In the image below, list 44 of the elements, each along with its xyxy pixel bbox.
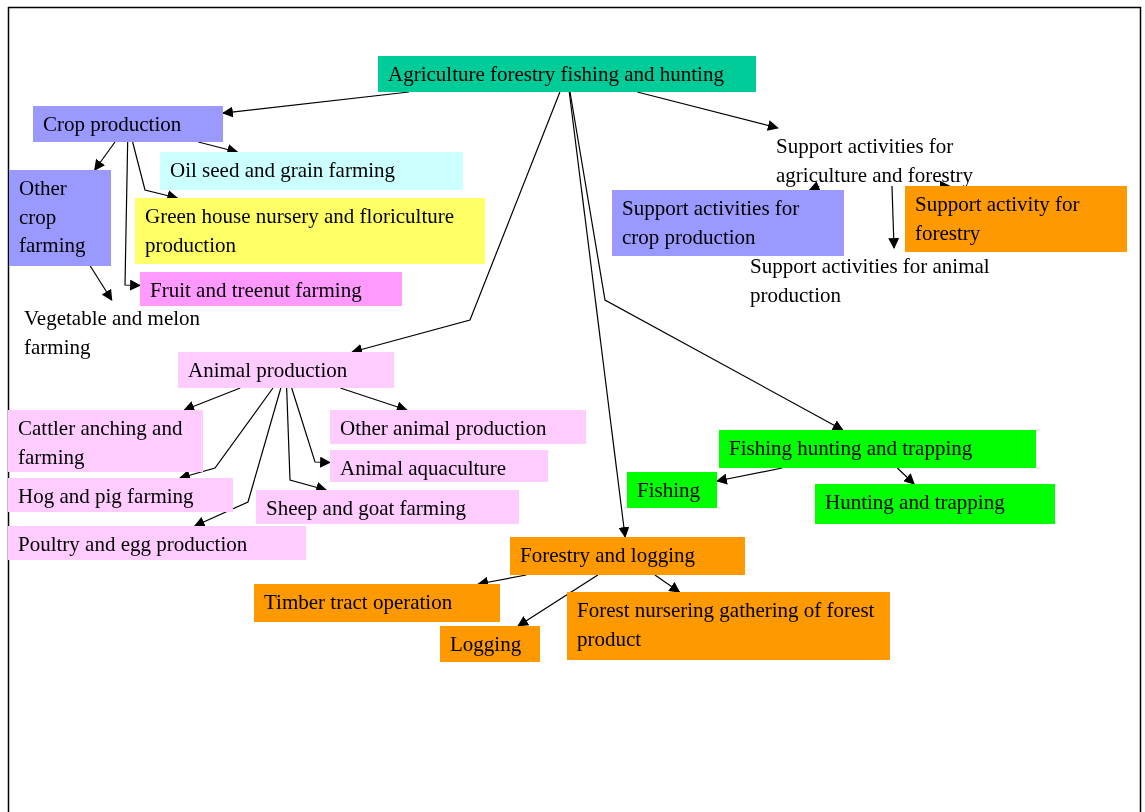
arrow [178,387,274,481]
arrow [808,181,821,192]
category-box: Fishing [627,472,717,508]
arrow [636,91,779,131]
arrow [89,265,113,301]
arrow [896,467,915,485]
category-box: Poultry and egg production [8,526,306,560]
category-box: Fruit and treenut farming [140,272,402,306]
arrow [517,574,599,627]
arrow [569,91,844,431]
category-box: Hog and pig farming [8,478,233,512]
arrow [568,91,630,539]
category-box: Cattler anching and farming [8,410,203,472]
category-box: Agriculture forestry fishing and hunting [378,56,756,92]
arrow [654,574,681,593]
arrow [940,181,951,187]
category-box: Green house nursery and floriculture production [135,198,485,264]
arrow [197,141,239,155]
arrow [183,387,241,412]
arrow [339,387,408,413]
arrow [132,141,179,201]
category-box: Crop production [33,106,223,142]
category-box: Oil seed and grain farming [160,152,463,190]
arrow [193,387,282,527]
category-box: Other animal production [330,410,586,444]
category-box: Timber tract operation [254,584,500,622]
category-box: Sheep and goat farming [256,490,519,524]
category-box: Support activity for forestry [905,186,1127,252]
arrow [286,387,328,493]
arrow [94,141,116,171]
category-box: Logging [440,626,540,662]
arrow [124,141,142,291]
category-box: Forest nursering gathering of forest product [567,592,890,660]
arrow [888,185,900,250]
category-box: Other crop farming [9,170,111,266]
arrow [291,387,332,468]
arrow [351,91,561,355]
category-box: Animal production [178,352,394,388]
category-label: Support activities for agriculture and forestry [766,128,1016,186]
category-box: Forestry and logging [510,537,745,575]
category-box: Animal aquaculture [330,450,548,482]
category-box: Support activities for crop production [612,190,844,256]
category-box: Hunting and trapping [815,484,1055,524]
category-box: Fishing hunting and trapping [719,430,1036,468]
